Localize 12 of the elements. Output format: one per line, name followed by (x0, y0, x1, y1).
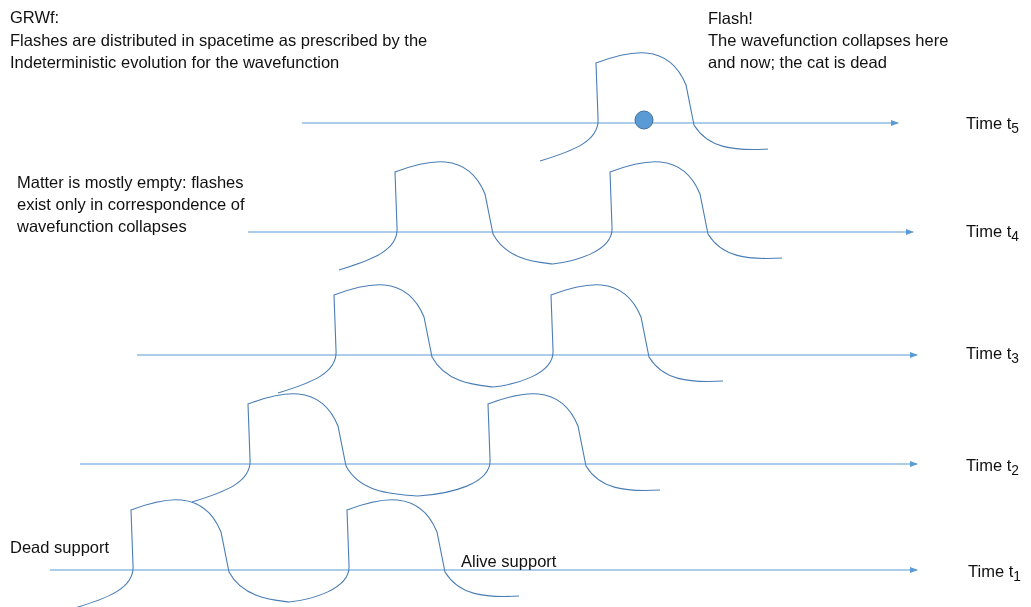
axis-label: Time t$_{5}$ (966, 113, 1019, 139)
axis-label: Time t$_{2}$ (966, 455, 1019, 481)
axis-label: Time t$_{4}$ (966, 221, 1019, 247)
annotation-title: Flash! (708, 8, 753, 29)
axis-label: Time t$_{1}$ (968, 561, 1021, 587)
description-text: Flashes are distributed in spacetime as prescribed by the Indeterministic evolution for the wavefunction (10, 30, 429, 73)
axis-label: Time t$_{3}$ (966, 343, 1019, 369)
annotation-text: Matter is mostly empty: flashes exist only in correspondence of wavefunction collapses (17, 172, 246, 237)
heading: GRWf: (10, 7, 60, 28)
part-label: Alive support (461, 551, 557, 572)
part-label: Dead support (10, 537, 110, 558)
annotation-text: The wavefunction collapses here and now; the cat is dead (708, 30, 950, 73)
